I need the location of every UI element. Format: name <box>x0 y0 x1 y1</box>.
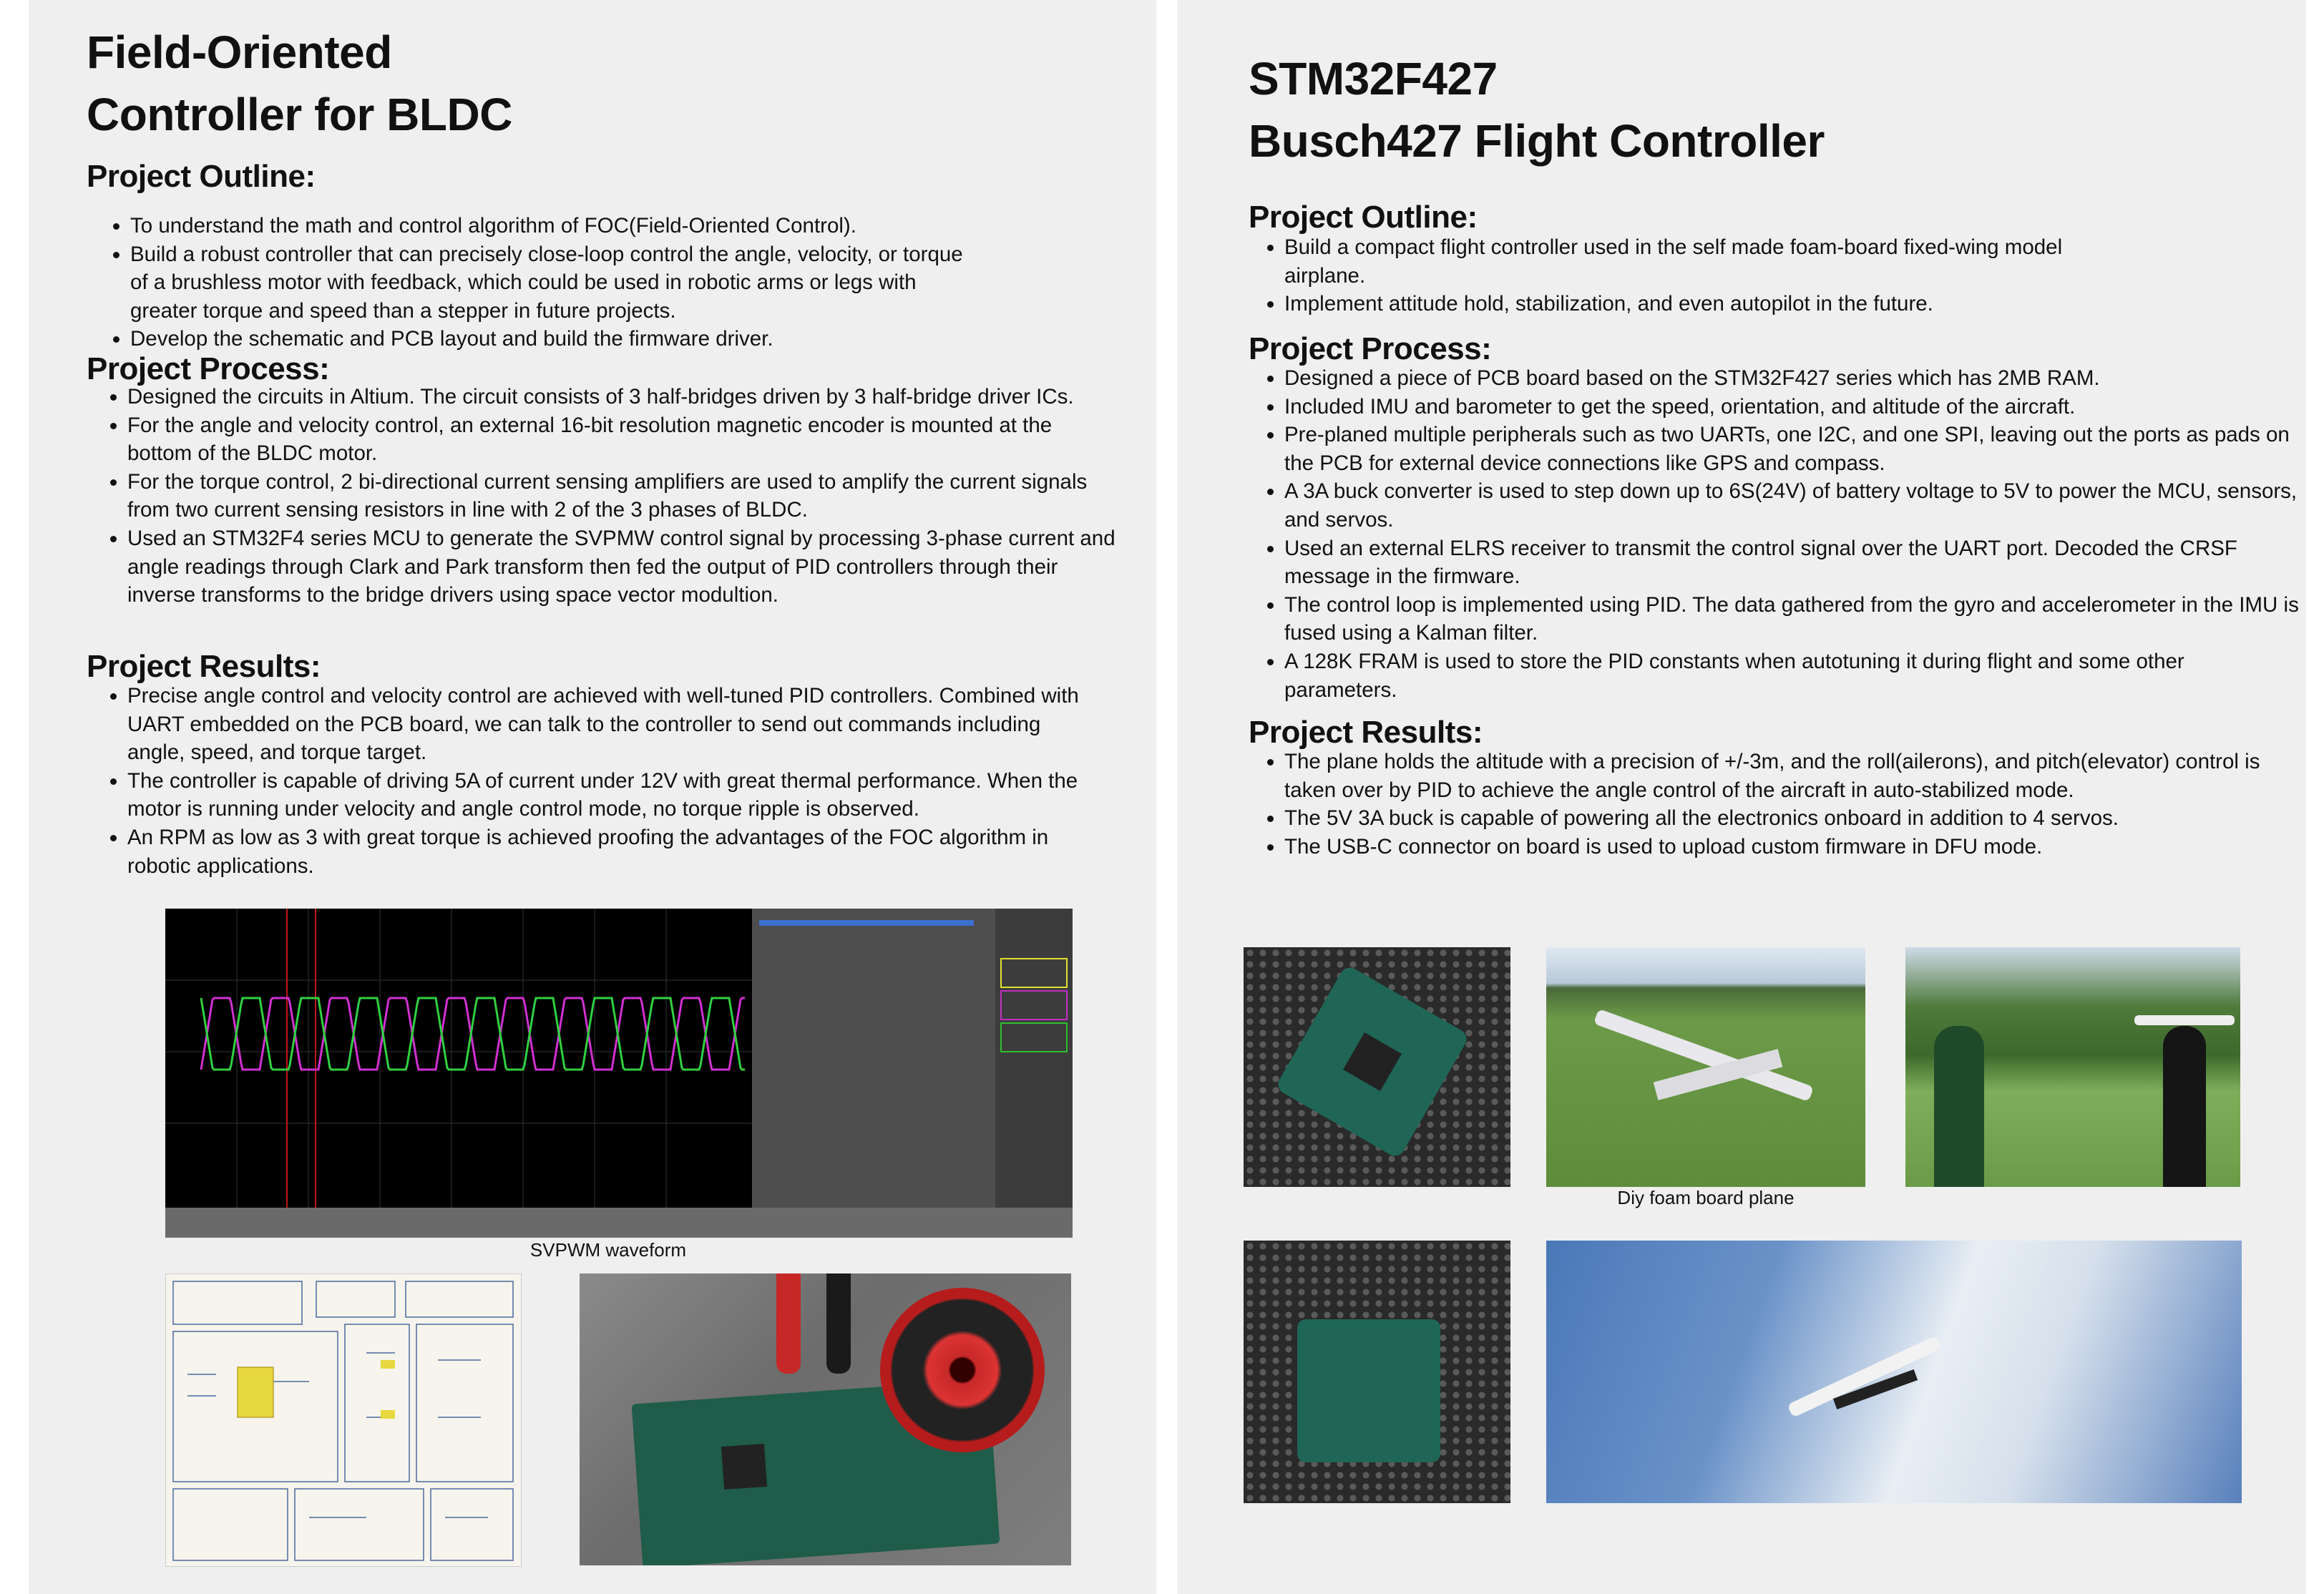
foc-pcb-photo <box>580 1273 1071 1565</box>
pilots-field-photo <box>1905 947 2240 1187</box>
results-heading: Project Results: <box>87 649 321 684</box>
project-title: Field-Oriented Controller for BLDC <box>87 21 512 146</box>
list-item: The 5V 3A buck is capable of powering al… <box>1284 804 2286 833</box>
plane-in-flight-photo <box>1546 1241 2242 1503</box>
list-item: Used an external ELRS receiver to transm… <box>1284 534 2300 591</box>
plane-caption: Diy foam board plane <box>1617 1187 1795 1208</box>
list-item: To understand the math and control algor… <box>130 212 1060 240</box>
foc-project-panel: Field-Oriented Controller for BLDC Proje… <box>29 0 1156 1594</box>
list-item: Build a compact flight controller used i… <box>1284 233 2107 290</box>
list-item: Included IMU and barometer to get the sp… <box>1284 393 2300 421</box>
waveform-plot <box>165 909 1073 1238</box>
schematic-image <box>165 1273 522 1567</box>
outline-list: To understand the math and control algor… <box>94 212 1060 353</box>
list-item: Used an STM32F4 series MCU to generate t… <box>127 524 1122 610</box>
project-title: STM32F427 Busch427 Flight Controller <box>1249 48 1825 172</box>
title-line: Busch427 Flight Controller <box>1249 115 1825 167</box>
outline-heading: Project Outline: <box>87 159 316 194</box>
process-heading: Project Process: <box>87 351 330 386</box>
list-item: Build a robust controller that can preci… <box>130 240 975 326</box>
waveform-caption: SVPWM waveform <box>529 1239 687 1261</box>
list-item: Develop the schematic and PCB layout and… <box>130 325 1060 353</box>
list-item: Designed the circuits in Altium. The cir… <box>127 383 1122 411</box>
results-list: The plane holds the altitude with a prec… <box>1249 748 2286 861</box>
list-item: The plane holds the altitude with a prec… <box>1284 748 2286 804</box>
results-heading: Project Results: <box>1249 715 1483 750</box>
list-item: Pre-planed multiple peripherals such as … <box>1284 421 2300 477</box>
list-item: For the angle and velocity control, an e… <box>127 411 1122 468</box>
title-line: Field-Oriented <box>87 26 392 78</box>
schematic-drawing <box>172 1281 514 1561</box>
svpwm-oscilloscope-image <box>165 909 1073 1238</box>
list-item: The controller is capable of driving 5A … <box>127 767 1100 823</box>
phase-a-trace <box>200 997 745 1071</box>
flight-controller-project-panel: STM32F427 Busch427 Flight Controller Pro… <box>1177 0 2306 1594</box>
foam-board-plane-ground-photo <box>1546 947 1865 1187</box>
list-item: Implement attitude hold, stabilization, … <box>1284 290 2107 318</box>
process-list: Designed the circuits in Altium. The cir… <box>92 383 1122 610</box>
flight-controller-pcb-top-photo <box>1244 947 1510 1187</box>
title-line: Controller for BLDC <box>87 89 512 140</box>
list-item: Precise angle control and velocity contr… <box>127 682 1100 767</box>
process-list: Designed a piece of PCB board based on t… <box>1249 364 2300 704</box>
outline-heading: Project Outline: <box>1249 200 1478 235</box>
list-item: The control loop is implemented using PI… <box>1284 591 2300 647</box>
list-item: For the torque control, 2 bi-directional… <box>127 468 1122 524</box>
list-item: A 128K FRAM is used to store the PID con… <box>1284 647 2300 704</box>
list-item: Designed a piece of PCB board based on t… <box>1284 364 2300 393</box>
list-item: A 3A buck converter is used to step down… <box>1284 477 2300 534</box>
title-line: STM32F427 <box>1249 53 1498 104</box>
process-heading: Project Process: <box>1249 331 1492 366</box>
outline-list: Build a compact flight controller used i… <box>1249 233 2107 318</box>
phase-b-trace <box>200 997 745 1071</box>
list-item: The USB-C connector on board is used to … <box>1284 833 2286 861</box>
list-item: An RPM as low as 3 with great torque is … <box>127 823 1100 880</box>
results-list: Precise angle control and velocity contr… <box>92 682 1100 880</box>
flight-controller-pcb-bottom-photo <box>1244 1241 1510 1503</box>
